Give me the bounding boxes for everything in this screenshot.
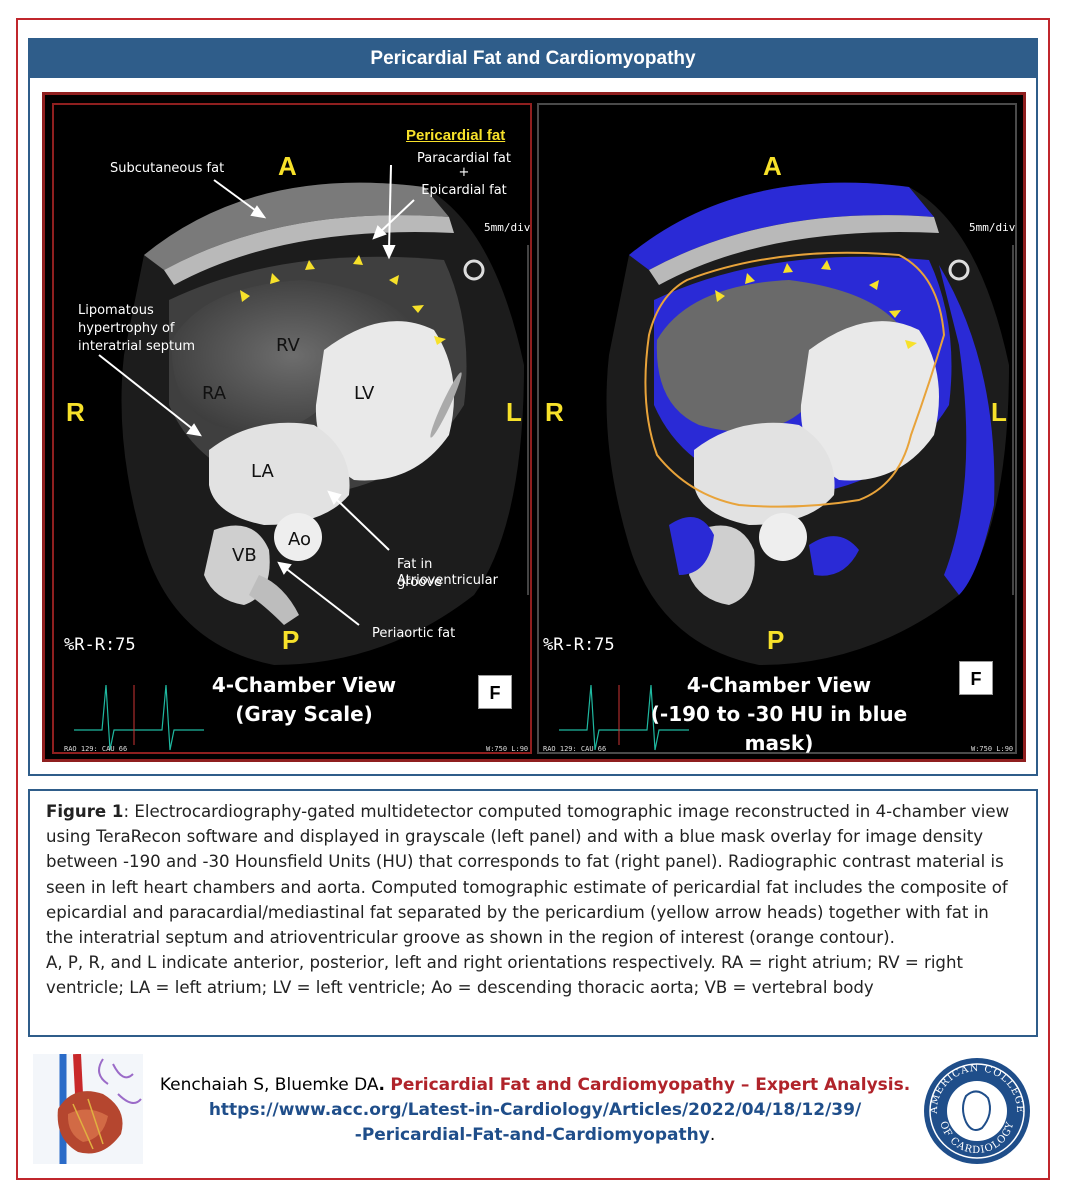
av-groove-label-2: groove	[397, 575, 442, 590]
citation-period: .	[378, 1075, 385, 1095]
heart-illustration	[33, 1053, 143, 1164]
left-label: L	[991, 397, 1007, 427]
footer: Kenchaiah S, Bluemke DA. Pericardial Fat…	[0, 1048, 1066, 1178]
lipomatous-label-2: hypertrophy of	[78, 321, 175, 336]
view-title-line2: (-190 to -30 HU in blue mask)	[650, 702, 908, 755]
citation-url-end: .	[709, 1125, 716, 1145]
blue-mask-ct-image	[559, 182, 1014, 751]
outer-frame	[16, 18, 1050, 1180]
caption-paragraph-2: A, P, R, and L indicate anterior, poster…	[46, 953, 963, 998]
left-label: L	[506, 397, 522, 427]
citation-url-line-2[interactable]: -Pericardial-Fat-and-Cardiomyopathy	[354, 1125, 710, 1145]
ra-label: RA	[202, 383, 227, 404]
citation: Kenchaiah S, Bluemke DA. Pericardial Fat…	[150, 1073, 920, 1148]
posterior-label: P	[282, 625, 300, 655]
right-label: R	[545, 397, 564, 427]
grayscale-ct-panel: A P R L Pericardial fat Paracardial fat …	[52, 103, 532, 754]
anterior-label: A	[763, 151, 782, 181]
citation-article-title: Pericardial Fat and Cardiomyopathy – Exp…	[390, 1075, 911, 1095]
ct-panels: A P R L Pericardial fat Paracardial fat …	[42, 92, 1026, 762]
corner-left-info: RAO 129: CAU 66	[543, 745, 607, 753]
corner-left-info: RAO 129: CAU 66	[64, 745, 128, 753]
anterior-label: A	[278, 151, 297, 181]
citation-url-line-1[interactable]: https://www.acc.org/Latest-in-Cardiology…	[208, 1100, 862, 1120]
subcutaneous-fat-label: Subcutaneous fat	[110, 161, 225, 176]
grayscale-ct-image	[74, 164, 529, 751]
scale-label: 5mm/div	[969, 221, 1016, 234]
av-groove-label-1: Fat in Atrioventricular	[397, 557, 498, 588]
ao-label: Ao	[288, 529, 312, 550]
figure-box: Pericardial Fat and Cardiomyopathy	[28, 38, 1038, 776]
orientation-cube-icon: F	[959, 661, 993, 695]
view-title-line1: 4-Chamber View	[211, 673, 397, 697]
page-title: Pericardial Fat and Cardiomyopathy	[30, 40, 1036, 78]
citation-authors: Kenchaiah S, Bluemke DA	[159, 1075, 379, 1095]
lipomatous-label-1: Lipomatous	[78, 303, 154, 318]
lv-label: LV	[354, 383, 375, 404]
view-title-line2: (Gray Scale)	[235, 702, 373, 726]
vb-label: VB	[232, 545, 257, 566]
acc-seal-logo: AMERICAN COLLEGE OF CARDIOLOGY	[922, 1056, 1032, 1166]
rr-label: %R-R:75	[64, 635, 136, 655]
caption-text-1: : Electrocardiography-gated multidetecto…	[46, 802, 1010, 948]
view-title-line1: 4-Chamber View	[686, 673, 872, 697]
citation-line-3: -Pericardial-Fat-and-Cardiomyopathy.	[150, 1123, 920, 1148]
corner-right-info: W:750 L:90	[486, 745, 529, 753]
figure-label: Figure 1	[46, 802, 124, 821]
periaortic-fat-label: Periaortic fat	[372, 626, 456, 641]
posterior-label: P	[767, 625, 785, 655]
blue-mask-ct-panel: A P R L 5mm/div %R-R:75 4-Chamber View (…	[537, 103, 1017, 755]
paracardial-fat-label: Paracardial fat	[417, 151, 511, 166]
scale-label: 5mm/div	[484, 221, 531, 234]
caption-paragraph-1: Figure 1: Electrocardiography-gated mult…	[46, 799, 1020, 950]
rr-label: %R-R:75	[543, 635, 615, 655]
epicardial-fat-label: Epicardial fat	[421, 183, 507, 198]
orientation-cube-icon: F	[478, 675, 512, 709]
corner-right-info: W:750 L:90	[971, 745, 1014, 753]
rv-label: RV	[276, 335, 300, 356]
pericardial-fat-title: Pericardial fat	[406, 127, 506, 144]
figure-caption: Figure 1: Electrocardiography-gated mult…	[28, 789, 1038, 1037]
lipomatous-label-3: interatrial septum	[78, 339, 196, 354]
la-label: LA	[251, 461, 274, 482]
citation-line-1: Kenchaiah S, Bluemke DA. Pericardial Fat…	[150, 1073, 920, 1098]
right-label: R	[66, 397, 85, 427]
plus-label: +	[458, 165, 470, 180]
